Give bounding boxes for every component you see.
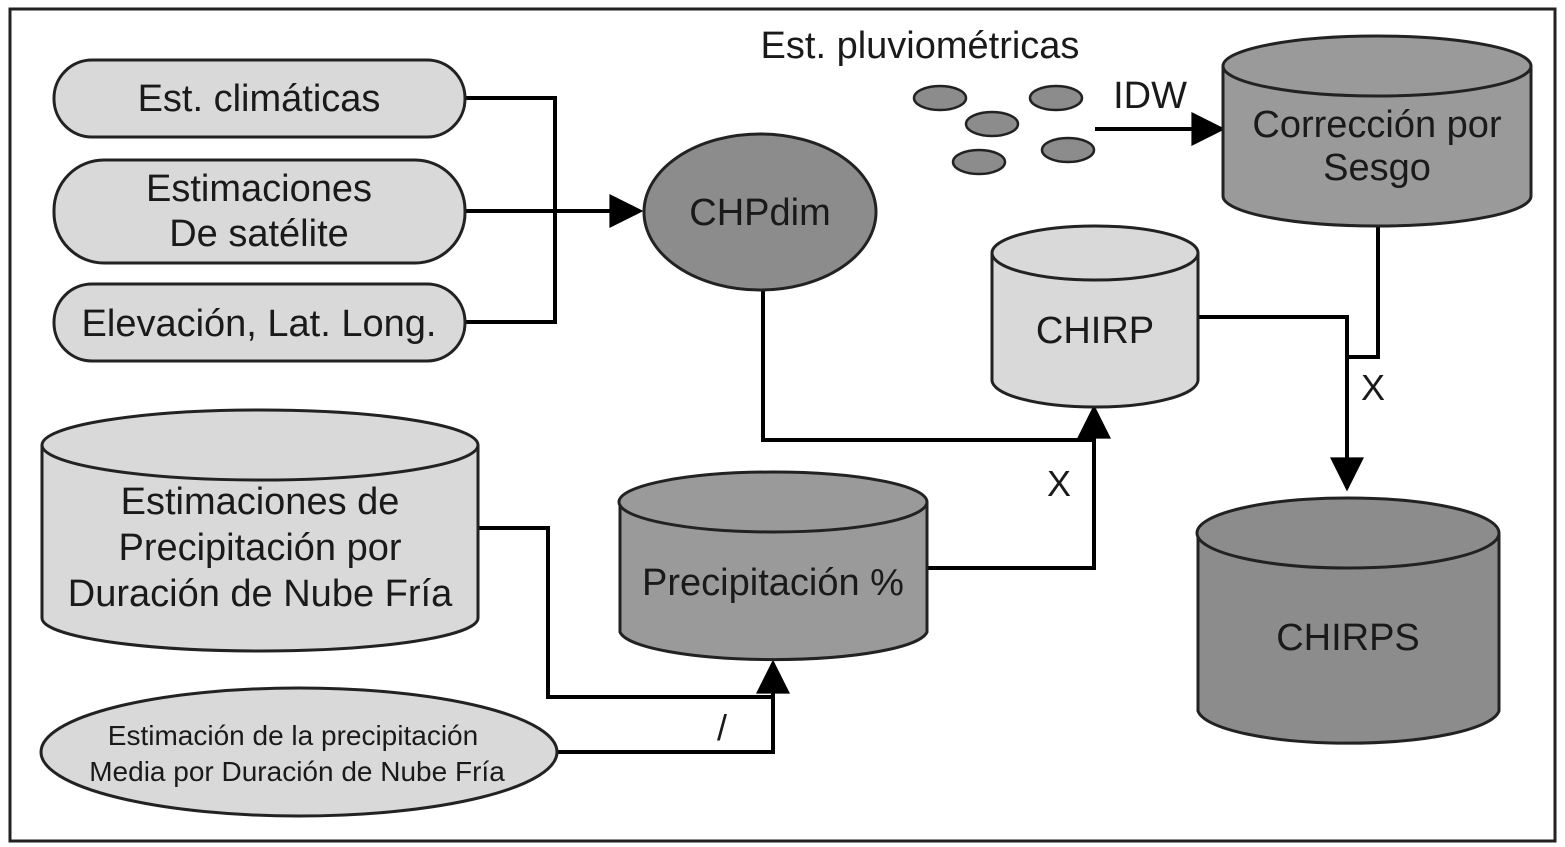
node-estimaciones-satelite-shape	[52, 158, 467, 265]
node-chirps-body	[1196, 533, 1501, 745]
node-est-climaticas: Est. climáticas	[52, 58, 467, 139]
edge-correccion-chirps	[1347, 226, 1380, 359]
node-correccion-sesgo-body	[1221, 66, 1533, 228]
node-elevacion-label: Elevación, Lat. Long.	[82, 303, 437, 345]
edge-elevacion-chpdim	[465, 211, 557, 324]
node-estimaciones-satelite: Estimaciones De satélite	[52, 158, 467, 265]
node-precipitacion-pct: Precipitación %	[617, 470, 929, 662]
station-dot	[1028, 84, 1084, 112]
node-chirp: CHIRP	[990, 224, 1200, 409]
edge-climaticas-chpdim	[465, 96, 557, 211]
node-chpdim-label: CHPdim	[689, 192, 830, 234]
node-correccion-sesgo: Corrección por Sesgo	[1221, 34, 1533, 228]
pluviometric-stations	[912, 84, 1096, 176]
node-elevacion: Elevación, Lat. Long.	[52, 282, 467, 363]
station-dot	[964, 110, 1020, 138]
edge-label-multiply-chirps: X	[1361, 367, 1385, 408]
node-precipitacion-pct-body	[618, 502, 929, 662]
node-chpdim-shape	[642, 132, 878, 292]
node-est-climaticas-label: Est. climáticas	[138, 78, 381, 120]
node-estimaciones-precipitacion-label-1: Estimaciones de	[121, 481, 400, 523]
edge-label-idw: IDW	[1113, 75, 1187, 117]
node-estimacion-media: Estimación de la precipitación Media por…	[39, 686, 559, 818]
node-precipitacion-pct-top	[617, 470, 929, 534]
node-chirps-top	[1195, 496, 1501, 570]
node-estimaciones-satelite-label-1: Estimaciones	[146, 168, 372, 210]
edge-chpdim-chirp	[761, 290, 1111, 442]
station-dot	[912, 84, 968, 112]
node-correccion-sesgo-top	[1221, 34, 1533, 98]
node-estimaciones-satelite-label-2: De satélite	[169, 213, 349, 255]
node-chpdim: CHPdim	[642, 132, 878, 292]
station-dot	[951, 148, 1007, 176]
node-chirp-body	[990, 253, 1200, 409]
node-chirp-top	[990, 224, 1200, 282]
node-estimaciones-precipitacion-label-2: Precipitación por	[118, 527, 401, 569]
edge-media-precip	[557, 697, 775, 754]
node-est-climaticas-shape	[52, 58, 467, 139]
node-estimacion-media-label-1: Estimación de la precipitación	[108, 720, 478, 751]
edge-chirp-chirps	[1198, 315, 1364, 492]
node-chirps-label: CHIRPS	[1276, 617, 1420, 659]
node-correccion-sesgo-label-2: Sesgo	[1323, 147, 1431, 189]
node-estimaciones-precipitacion-body	[40, 445, 480, 653]
station-dot	[1040, 136, 1096, 164]
node-chirps: CHIRPS	[1195, 496, 1501, 745]
node-estimaciones-precipitacion-label-3: Duración de Nube Fría	[68, 573, 453, 615]
node-correccion-sesgo-label-1: Corrección por	[1252, 104, 1502, 146]
node-elevacion-shape	[52, 282, 467, 363]
node-estimacion-media-label-2: Media por Duración de Nube Fría	[89, 756, 505, 787]
node-estimaciones-precipitacion: Estimaciones de Precipitación por Duraci…	[40, 408, 480, 653]
node-estimacion-media-shape	[39, 686, 559, 818]
node-chirp-label: CHIRP	[1036, 310, 1154, 352]
edge-estprecip-precip	[478, 526, 790, 699]
node-est-pluviometricas-label: Est. pluviométricas	[761, 25, 1080, 67]
edge-label-divide: /	[717, 707, 727, 748]
edge-precip-chirp	[927, 440, 1096, 570]
edge-label-multiply-chirp: X	[1047, 463, 1071, 504]
node-estimaciones-precipitacion-top	[40, 408, 480, 482]
node-precipitacion-pct-label: Precipitación %	[642, 562, 904, 604]
